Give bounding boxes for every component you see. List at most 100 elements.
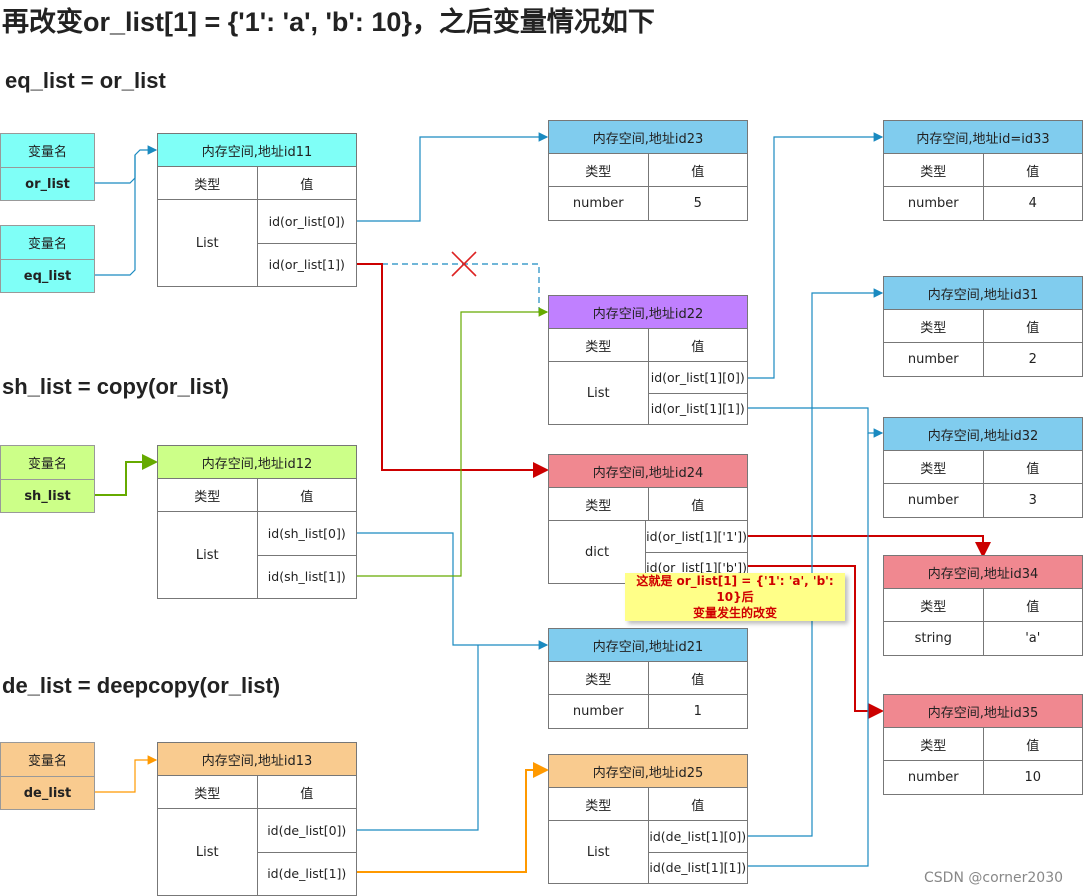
col-value: 值 [647,788,748,820]
col-value: 值 [647,154,748,186]
page-title: 再改变or_list[1] = {'1': 'a', 'b': 10}，之后变量… [2,7,655,37]
cross-mark-icon [451,251,477,277]
mem-title: 内存空间,地址id25 [549,755,747,788]
var-header: 变量名 [1,743,94,776]
mem-ref: id(de_list[1][1]) [648,851,747,884]
mem-title: 内存空间,地址id12 [158,446,356,479]
note-line: 变量发生的改变 [692,606,777,620]
mem-ref: id(or_list[1]) [257,242,356,287]
mem-title: 内存空间,地址id35 [884,695,1082,728]
var-eq-list: 变量名 eq_list [0,225,95,293]
col-type: 类型 [194,177,221,193]
var-name: sh_list [1,479,94,512]
section-sh-heading: sh_list = copy(or_list) [2,374,229,399]
mem-ref: id(sh_list[1]) [257,554,356,599]
wire-id13-to-id21 [356,645,479,831]
col-type: 类型 [585,164,612,180]
col-type: 类型 [194,786,221,802]
col-value: 值 [256,167,357,199]
mem-value: 10 [982,761,1083,794]
mem-title: 内存空间,地址id22 [549,296,747,329]
mem-type: List [158,809,258,895]
var-name: de_list [1,776,94,809]
mem-ref: id(de_list[1]) [257,851,356,896]
var-or-list: 变量名 or_list [0,133,95,201]
mem-type: number [572,704,624,719]
wire-eq-list [95,155,136,276]
mem-id31: 内存空间,地址id31 类型 值 number 2 [883,276,1083,377]
mem-ref: id(or_list[1][0]) [650,369,745,385]
col-value: 值 [256,776,357,808]
wire-id13-to-id25 [356,762,549,873]
var-sh-list: 变量名 sh_list [0,445,95,513]
wire-id12-to-id22 [356,307,549,577]
wire-id11-to-id23 [356,132,549,222]
change-note: 这就是 or_list[1] = {'1': 'a', 'b': 10}后 变量… [625,573,845,621]
col-type: 类型 [585,672,612,688]
mem-ref: id(or_list[0]) [268,213,345,229]
col-value: 值 [982,728,1083,760]
mem-type: List [549,362,649,424]
mem-value: 2 [982,343,1083,376]
mem-title: 内存空间,地址id11 [158,134,356,167]
mem-type: number [907,770,959,785]
mem-title: 内存空间,地址id21 [549,629,747,662]
watermark: CSDN @corner2030 [924,870,1064,886]
col-type: 类型 [585,498,612,514]
var-name: eq_list [1,259,94,292]
wire-id22-to-id32 [746,407,884,438]
mem-id32: 内存空间,地址id32 类型 值 number 3 [883,417,1083,518]
col-type: 类型 [585,339,612,355]
col-value: 值 [982,589,1083,621]
mem-ref: id(de_list[0]) [267,822,347,838]
mem-type: string [914,631,952,646]
wire-id11-old-id22 [382,263,547,313]
mem-title: 内存空间,地址id34 [884,556,1082,589]
mem-title: 内存空间,地址id13 [158,743,356,776]
mem-ref: id(de_list[1][0]) [649,828,747,844]
var-de-list: 变量名 de_list [0,742,95,810]
mem-ref: id(sh_list[0]) [267,525,346,541]
var-header: 变量名 [1,134,94,167]
wire-id22-to-id33 [746,132,884,379]
mem-title: 内存空间,地址id31 [884,277,1082,310]
mem-value: 5 [647,187,748,220]
mem-ref: id(or_list[1]['1']) [646,528,747,544]
wire-id25-to-id32 [746,433,869,867]
wire-id24-to-id34 [746,535,991,558]
mem-ref: id(or_list[1][1]) [648,392,747,425]
col-value: 值 [982,310,1083,342]
mem-type: List [158,512,258,598]
wire-id12-to-id21 [356,532,549,650]
col-type: 类型 [585,798,612,814]
mem-type: number [572,196,624,211]
section-de-heading: de_list = deepcopy(or_list) [2,673,281,698]
wire-id11-to-id24 [356,263,549,478]
mem-type: number [907,493,959,508]
var-name: or_list [1,167,94,200]
mem-ref: id(or_list[1]['b']) [646,551,747,584]
wire-sh-list [95,454,158,496]
mem-type: List [158,200,258,286]
mem-title: 内存空间,地址id=id33 [884,121,1082,154]
mem-type: dict [549,521,647,583]
mem-type: number [907,352,959,367]
mem-value: 4 [982,187,1083,220]
mem-title: 内存空间,地址id32 [884,418,1082,451]
mem-type: number [907,196,959,211]
col-value: 值 [982,451,1083,483]
mem-id13: 内存空间,地址id13 类型 值 List id(de_list[0]) id(de_… [157,742,357,896]
col-type: 类型 [920,461,947,477]
col-value: 值 [982,154,1083,186]
col-value: 值 [256,479,357,511]
mem-value: 3 [982,484,1083,517]
var-header: 变量名 [1,446,94,479]
col-value: 值 [647,662,748,694]
col-type: 类型 [920,320,947,336]
